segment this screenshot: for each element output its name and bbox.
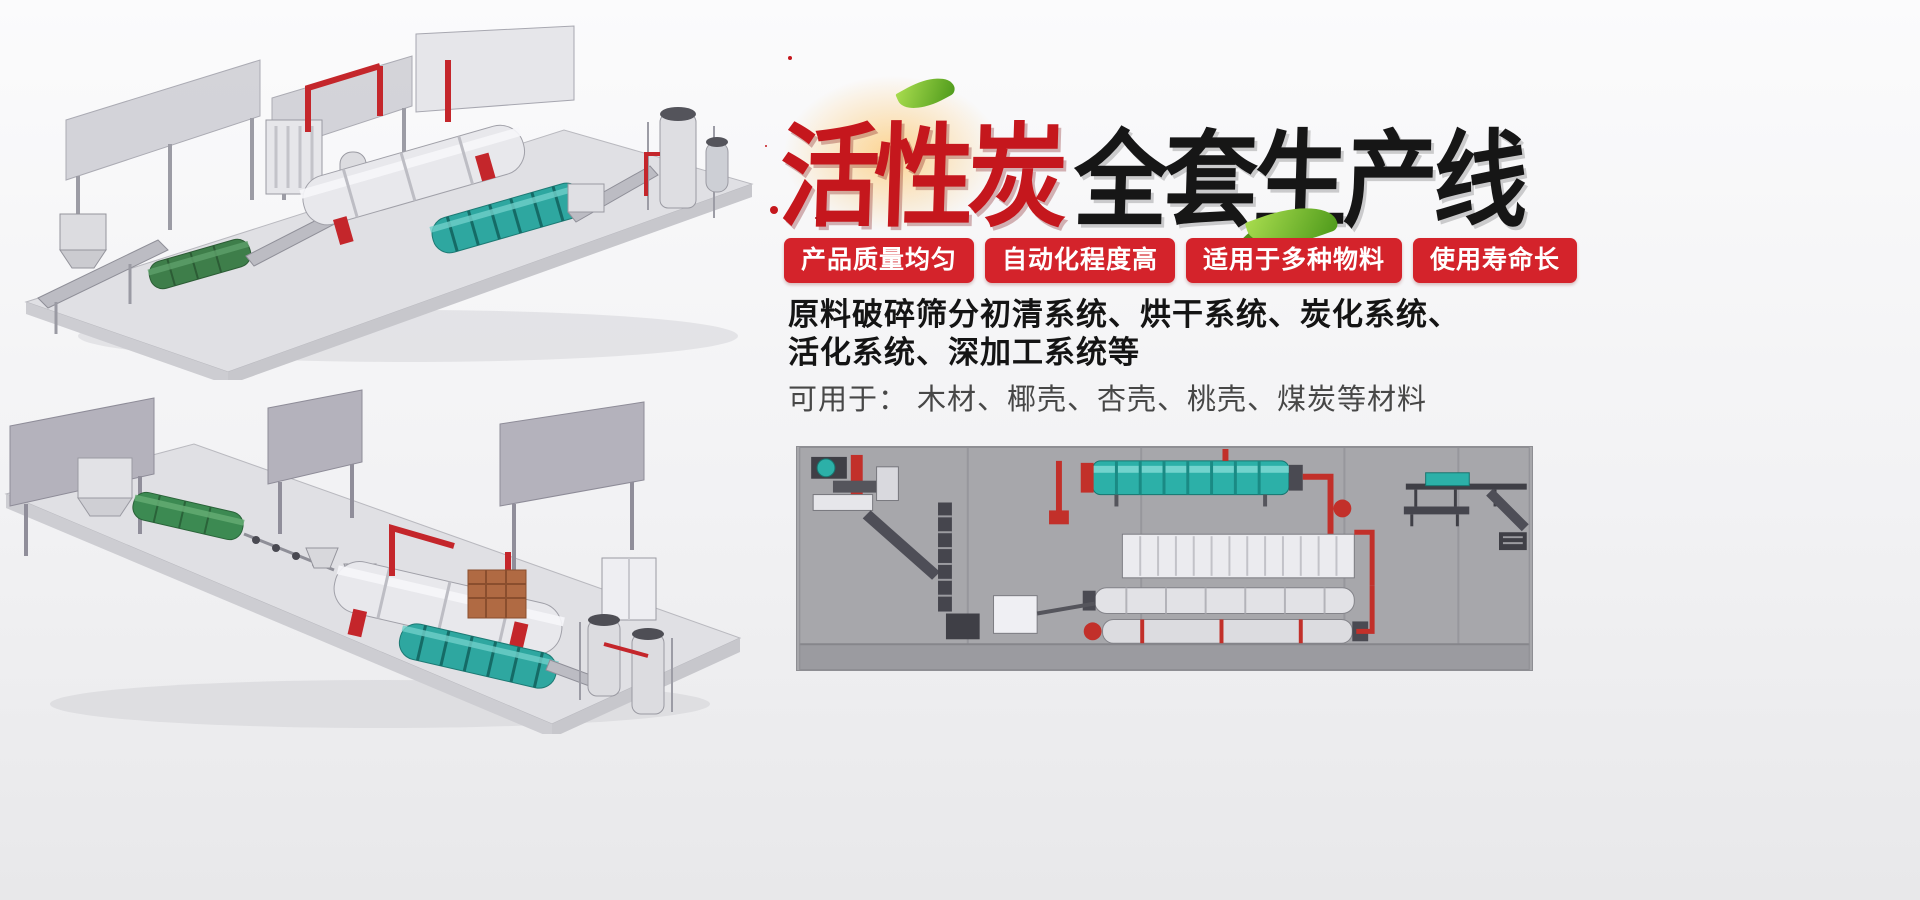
badge-lifespan: 使用寿命长 — [1413, 238, 1578, 283]
red-piping — [305, 60, 451, 132]
title-red-text: 活性炭 — [777, 115, 1064, 241]
screening-drum — [132, 491, 245, 541]
system-description: 原料破碎筛分初清系统、烘干系统、炭化系统、 活化系统、深加工系统等 — [788, 296, 1460, 373]
pump — [1333, 499, 1352, 518]
cooling-cylinder — [1083, 618, 1369, 644]
red-downpipe — [1356, 585, 1375, 634]
production-line-render-top — [24, 25, 754, 380]
control-cabinet — [601, 557, 657, 621]
feed-conveyor — [37, 213, 169, 334]
badge-materials: 适用于多种物料 — [1186, 238, 1403, 283]
crusher-unit — [811, 454, 899, 511]
feeder-boxes — [945, 595, 1095, 640]
brick-kiln — [467, 569, 527, 619]
plant-layout-diagram — [796, 446, 1533, 671]
feature-badges: 产品质量均匀 自动化程度高 适用于多种物料 使用寿命长 — [784, 238, 1578, 283]
storage-tanks — [545, 614, 673, 715]
production-line-render-bottom — [4, 389, 742, 734]
cleaning-drum — [147, 238, 252, 290]
desc-line-2: 活化系统、深加工系统等 — [788, 335, 1140, 371]
desc-line-1: 原料破碎筛分初清系统、烘干系统、炭化系统、 — [788, 297, 1460, 332]
carbonization-furnace — [1082, 587, 1355, 615]
activation-drum — [429, 182, 585, 254]
screw-conveyor-bank — [1121, 529, 1375, 586]
rotary-dryer — [1080, 460, 1303, 507]
bucket-elevator — [862, 502, 952, 612]
walls — [9, 389, 645, 570]
badge-quality: 产品质量均匀 — [784, 238, 975, 283]
valve-box — [1049, 510, 1069, 525]
cooling-tanks — [567, 107, 729, 218]
feed-hopper — [77, 457, 133, 517]
floor — [799, 644, 1530, 670]
activation-drum — [398, 623, 559, 689]
ink-splatter — [770, 206, 778, 214]
red-pipework — [1055, 448, 1334, 535]
drying-drum — [299, 60, 526, 246]
materials-line: 可用于： 木材、椰壳、杏壳、桃壳、煤炭等材料 — [788, 384, 1428, 416]
packing-conveyors — [1403, 472, 1529, 551]
title-black-text: 全套生产线 — [1071, 121, 1526, 240]
main-title: 活性炭 全套生产线 — [777, 66, 1526, 274]
badge-automation: 自动化程度高 — [985, 238, 1176, 283]
